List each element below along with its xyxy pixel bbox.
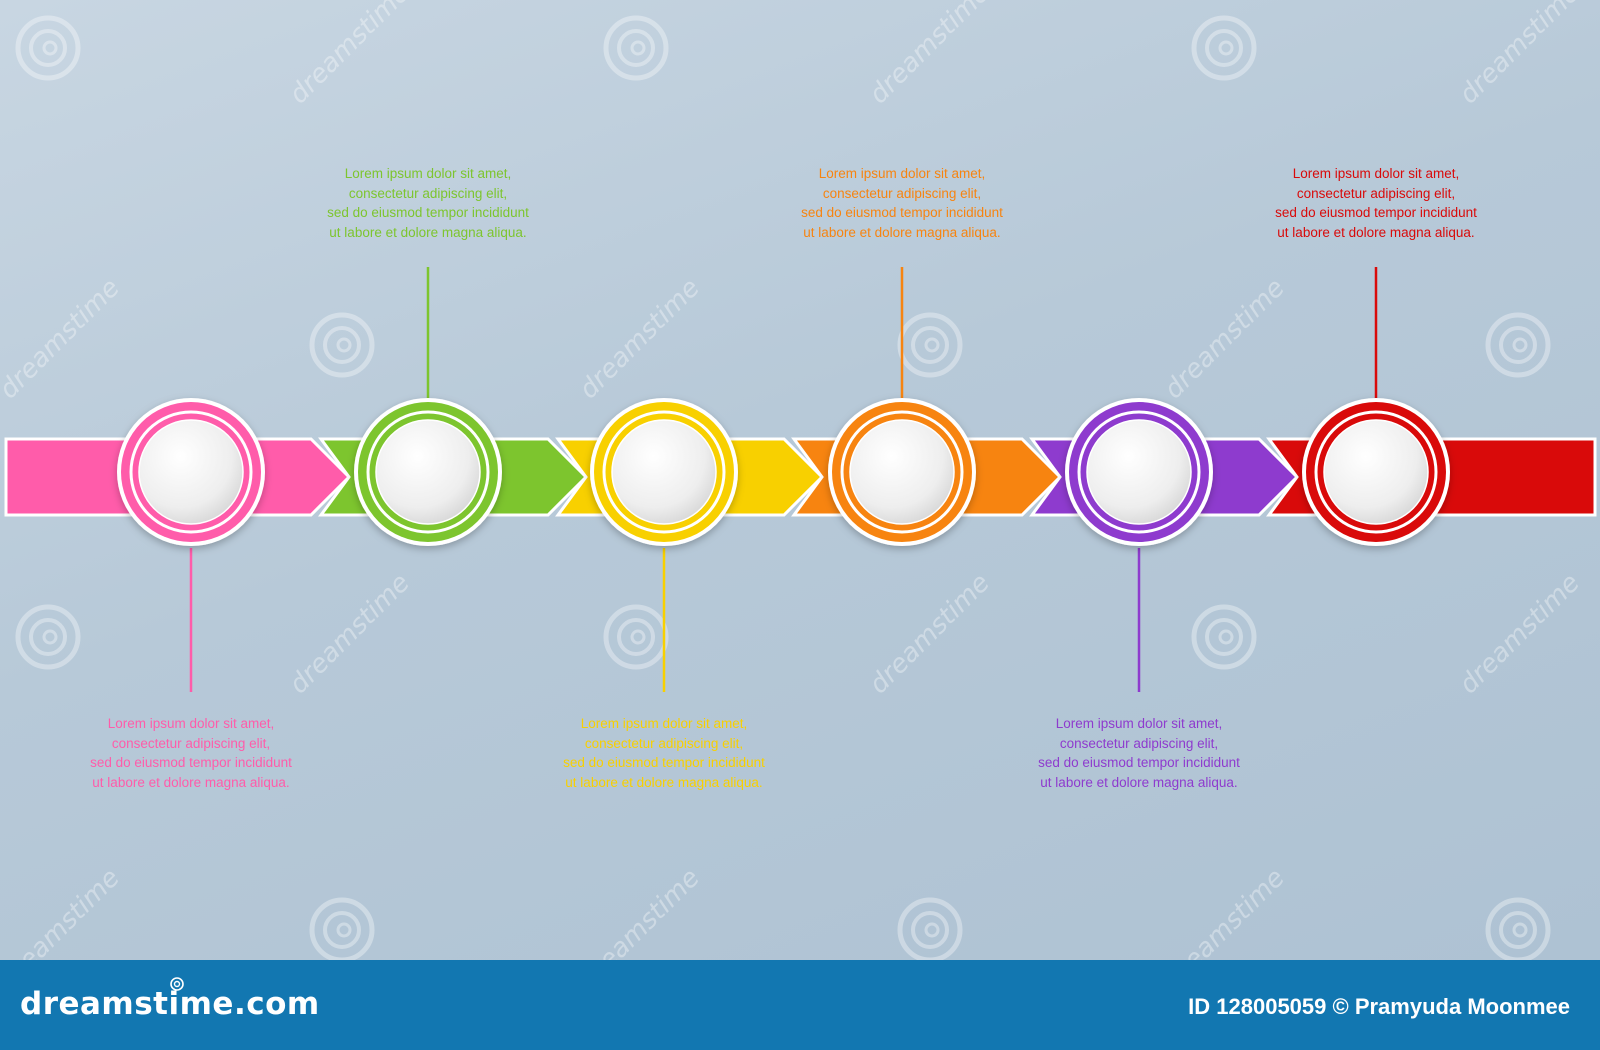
caption-line: ut labore et dolore magna aliqua.: [329, 224, 527, 240]
node-disc: [1323, 419, 1429, 525]
caption-line: sed do eiusmod tempor incididunt: [90, 755, 292, 770]
step-caption-5: Lorem ipsum dolor sit amet, consectetur a…: [989, 714, 1289, 792]
caption-line: consectetur adipiscing elit,: [111, 735, 271, 751]
caption-line: consectetur adipiscing elit,: [348, 185, 508, 201]
step-caption-6: Lorem ipsum dolor sit amet, consectetur a…: [1226, 164, 1526, 242]
caption-line: sed do eiusmod tempor incididunt: [327, 205, 529, 220]
timeline-node-4: [828, 398, 976, 546]
node-inner-ring: [1077, 410, 1201, 534]
caption-line: ut labore et dolore magna aliqua.: [1040, 774, 1238, 790]
step-caption-1: Lorem ipsum dolor sit amet, consectetur a…: [41, 714, 341, 792]
step-caption-3: Lorem ipsum dolor sit amet, consectetur a…: [514, 714, 814, 792]
timeline-node-6: [1302, 398, 1450, 546]
image-credit: ID 128005059 © Pramyuda Moonmee: [1188, 994, 1570, 1019]
caption-line: ut labore et dolore magna aliqua.: [92, 774, 290, 790]
node-layer: [117, 398, 1450, 546]
node-disc: [375, 419, 481, 525]
caption-line: Lorem ipsum dolor sit amet,: [1292, 166, 1460, 181]
node-inner-ring: [129, 410, 253, 534]
node-disc: [611, 419, 717, 525]
caption-line: Lorem ipsum dolor sit amet,: [1055, 716, 1223, 731]
timeline-diagram: [4, 267, 1597, 692]
caption-line: consectetur adipiscing elit,: [584, 735, 744, 751]
timeline-node-2: [354, 398, 502, 546]
caption-line: Lorem ipsum dolor sit amet,: [818, 166, 986, 181]
caption-line: ut labore et dolore magna aliqua.: [565, 774, 763, 790]
caption-line: sed do eiusmod tempor incididunt: [1275, 205, 1477, 220]
node-inner-ring: [1314, 410, 1438, 534]
caption-line: ut labore et dolore magna aliqua.: [803, 224, 1001, 240]
timeline-node-3: [590, 398, 738, 546]
caption-line: Lorem ipsum dolor sit amet,: [580, 716, 748, 731]
caption-line: consectetur adipiscing elit,: [1296, 185, 1456, 201]
node-inner-ring: [840, 410, 964, 534]
spiral-icon: [170, 977, 184, 991]
step-caption-4: Lorem ipsum dolor sit amet, consectetur a…: [752, 164, 1052, 242]
step-caption-2: Lorem ipsum dolor sit amet, consectetur a…: [278, 164, 578, 242]
caption-line: consectetur adipiscing elit,: [822, 185, 982, 201]
footer-bar: dreamstime.com ID 128005059 © Pramyuda M…: [0, 960, 1600, 1050]
node-inner-ring: [366, 410, 490, 534]
timeline-node-5: [1065, 398, 1213, 546]
connector-layer: [189, 267, 1378, 692]
caption-line: sed do eiusmod tempor incididunt: [801, 205, 1003, 220]
timeline-node-1: [117, 398, 265, 546]
caption-line: consectetur adipiscing elit,: [1059, 735, 1219, 751]
node-disc: [138, 419, 244, 525]
brand-text: dreamstime.com: [20, 986, 320, 1022]
node-disc: [849, 419, 955, 525]
brand-logo: dreamstime.com: [20, 977, 320, 1022]
caption-line: Lorem ipsum dolor sit amet,: [107, 716, 275, 731]
node-disc: [1086, 419, 1192, 525]
caption-line: ut labore et dolore magna aliqua.: [1277, 224, 1475, 240]
caption-line: sed do eiusmod tempor incididunt: [1038, 755, 1240, 770]
node-inner-ring: [602, 410, 726, 534]
caption-line: sed do eiusmod tempor incididunt: [563, 755, 765, 770]
caption-line: Lorem ipsum dolor sit amet,: [344, 166, 512, 181]
